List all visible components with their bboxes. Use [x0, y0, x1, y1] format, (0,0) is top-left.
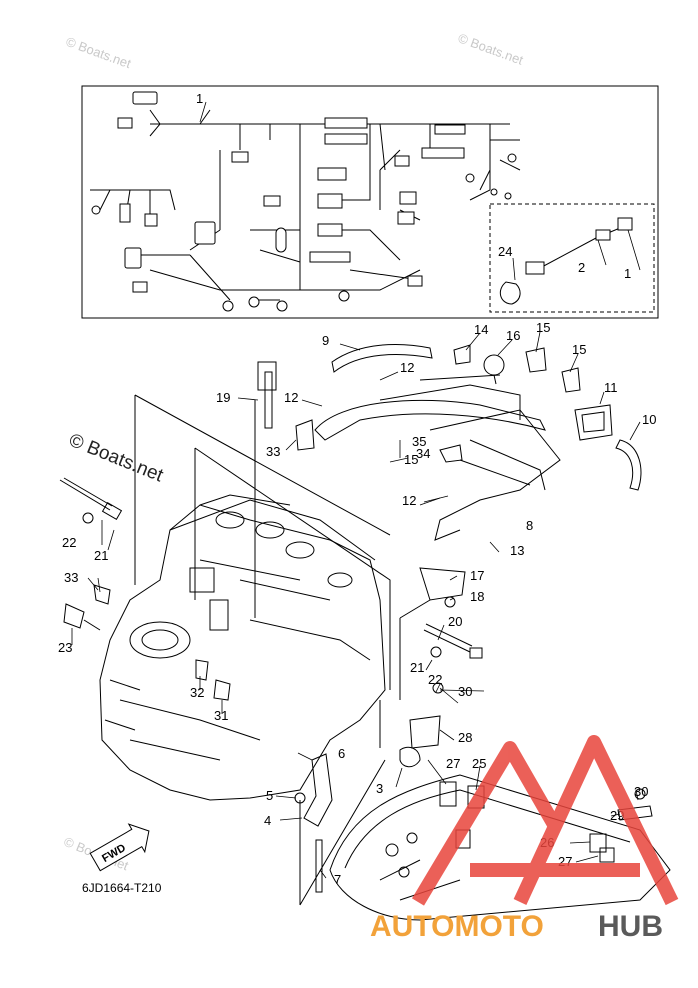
callout-5: 5: [266, 788, 273, 803]
callout-15b: 15: [572, 342, 586, 357]
callout-18: 18: [470, 589, 484, 604]
callout-3: 3: [376, 781, 383, 796]
callout-33a: 33: [64, 570, 78, 585]
callout-12b: 12: [284, 390, 298, 405]
sensors-right: [257, 361, 653, 893]
callout-22b: 22: [428, 672, 442, 687]
callout-labels: 1 2 1 24 3 4 5 6 7 8 9 10 11 12 12 12 13…: [58, 91, 656, 887]
reference-lines: [134, 394, 431, 906]
callout-13: 13: [510, 543, 524, 558]
watermark-main: © Boats.net: [66, 430, 167, 487]
callout-31: 31: [214, 708, 228, 723]
brand-logo: AUTOMOTO HUB: [370, 735, 679, 943]
callout-12a: 12: [400, 360, 414, 375]
brand-text-a: AUTOMOTO: [370, 910, 544, 943]
small-parts: [419, 344, 642, 608]
callout-35: 35: [412, 434, 426, 449]
callout-21b: 21: [410, 660, 424, 675]
fwd-arrow: FWD: [89, 823, 150, 872]
callout-21a: 21: [94, 548, 108, 563]
part-code: 6JD1664-T210: [82, 881, 162, 895]
wire-harness-panel: [81, 85, 659, 319]
callout-24: 24: [498, 244, 512, 259]
brand-text-b: HUB: [598, 910, 663, 943]
callout-30b: 30: [634, 784, 648, 799]
callout-28: 28: [458, 730, 472, 745]
callout-1-sub: 1: [624, 266, 631, 281]
callout-10: 10: [642, 412, 656, 427]
callout-30a: 30: [458, 684, 472, 699]
watermark-layer: © Boats.net: [64, 34, 134, 72]
callout-33b: 33: [266, 444, 280, 459]
callout-27a: 27: [446, 756, 460, 771]
watermark-corner-tr: © Boats.net: [456, 30, 526, 68]
callout-15c: 15: [404, 452, 418, 467]
callout-8: 8: [526, 518, 533, 533]
callout-11: 11: [604, 380, 618, 395]
callout-34: 34: [416, 446, 430, 461]
callout-25: 25: [472, 756, 486, 771]
callout-20: 20: [448, 614, 462, 629]
callout-1: 1: [196, 91, 203, 106]
callout-23: 23: [58, 640, 72, 655]
wire-guide-9: [314, 344, 561, 541]
callout-7: 7: [334, 872, 341, 887]
callout-19: 19: [216, 390, 230, 405]
callout-4: 4: [264, 813, 271, 828]
callout-14: 14: [474, 322, 488, 337]
callout-17: 17: [470, 568, 484, 583]
sensors-left: [59, 477, 231, 701]
leader-lines: [71, 101, 641, 879]
callout-2: 2: [578, 260, 585, 275]
callout-32: 32: [190, 685, 204, 700]
callout-16: 16: [506, 328, 520, 343]
engine-block: [99, 494, 386, 801]
callout-6: 6: [338, 746, 345, 761]
callout-15a: 15: [536, 320, 550, 335]
callout-22a: 22: [62, 535, 76, 550]
watermark-corner-tl: © Boats.net: [64, 34, 134, 72]
callout-9: 9: [322, 333, 329, 348]
brand-logo-mark: [411, 735, 679, 906]
callout-12c: 12: [402, 493, 416, 508]
